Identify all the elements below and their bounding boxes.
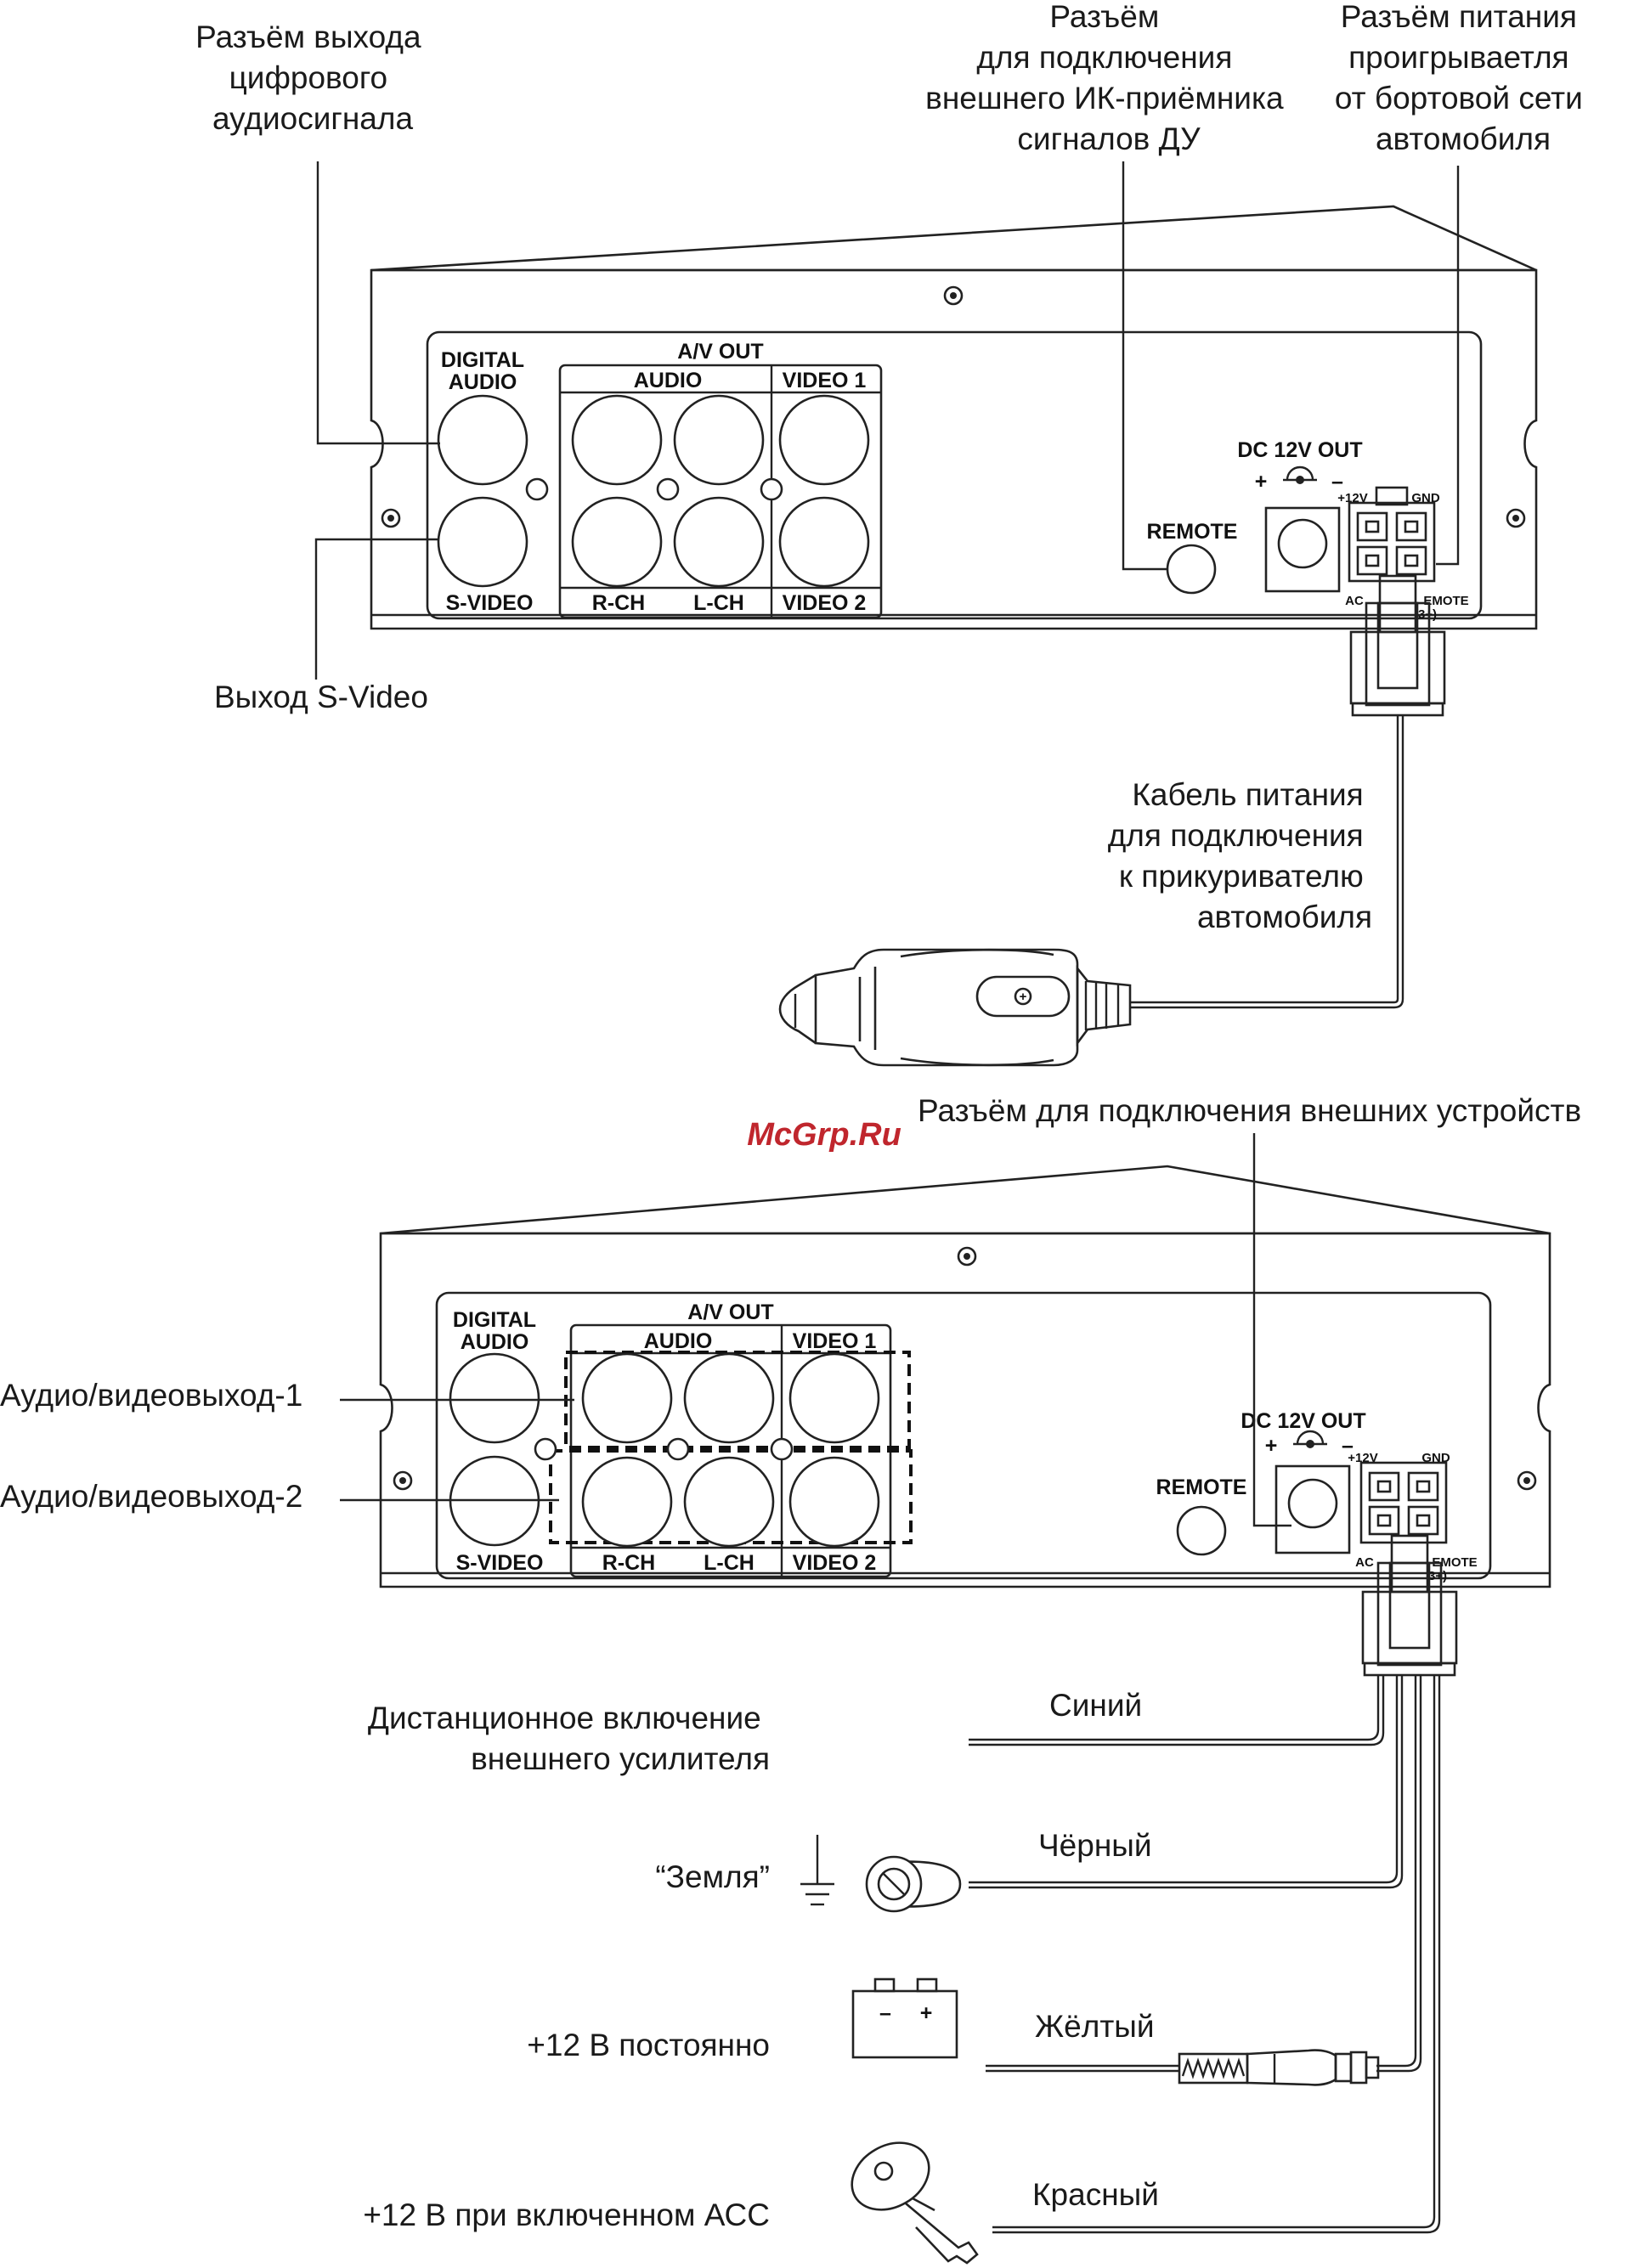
power-plug — [1361, 1534, 1458, 1677]
power-connector[interactable] — [1359, 1461, 1448, 1544]
power-plug — [1349, 574, 1446, 999]
battery-minus: – — [879, 2001, 891, 2025]
audio-r-jack-2[interactable] — [571, 496, 663, 588]
audio-r-jack-2[interactable] — [581, 1456, 673, 1548]
callout-cable: Кабель питания для подключения к прикури… — [1108, 777, 1372, 934]
panel-label-acc: AC — [1355, 1555, 1374, 1570]
panel-label-minus: – — [1331, 470, 1343, 494]
panel-label-svideo: S-VIDEO — [446, 591, 534, 615]
screw-icon — [770, 1437, 794, 1461]
callout-s-video: Выход S-Video — [214, 680, 428, 714]
panel-label-digital: DIGITAL — [441, 348, 524, 372]
av-out-2-group — [549, 1449, 913, 1544]
audio-l-jack-2[interactable] — [683, 1456, 775, 1548]
watermark: McGrp.Ru — [747, 1117, 901, 1153]
panel-label-remote-pin: EMOTE — [1432, 1555, 1477, 1570]
panel-label-video2: VIDEO 2 — [783, 591, 867, 615]
player-body-top — [370, 205, 1538, 630]
battery-plus: + — [920, 2001, 933, 2025]
screw-icon — [534, 1437, 557, 1461]
wire-label-blue: Синий — [1049, 1688, 1142, 1723]
panel-label-plus: + — [1255, 470, 1268, 494]
panel-label-remote-pin: EMOTE — [1423, 594, 1468, 608]
wire-label-black: Чёрный — [1038, 1828, 1152, 1863]
panel-label-svideo: S-VIDEO — [456, 1551, 544, 1575]
ground-icon — [800, 1835, 834, 1906]
panel-label-lch: L-CH — [693, 591, 744, 615]
dc-out-socket — [1264, 506, 1341, 593]
ring-terminal-icon — [865, 1855, 962, 1913]
panel-label-rch: R-CH — [602, 1551, 656, 1575]
cigarette-lighter-plug: + — [778, 948, 1132, 1067]
video1-jack[interactable] — [778, 394, 870, 486]
audio-l-jack-2[interactable] — [673, 496, 765, 588]
player-body-bottom — [379, 1165, 1551, 1588]
panel-label-dc-out: DC 12V OUT — [1237, 438, 1362, 462]
power-connector[interactable] — [1348, 501, 1436, 583]
panel-label-dc-out: DC 12V OUT — [1241, 1409, 1365, 1433]
audio-l-jack-1[interactable] — [673, 394, 765, 486]
screw-icon — [760, 477, 783, 501]
screw-icon — [656, 477, 680, 501]
remote-ir-jack[interactable] — [1166, 544, 1217, 595]
wire-label-yellow: Жёлтый — [1035, 2009, 1155, 2044]
panel-label-rch: R-CH — [592, 591, 646, 615]
panel-label-audio: AUDIO — [461, 1330, 529, 1354]
video1-jack[interactable] — [788, 1352, 880, 1444]
wire-label-red: Красный — [1032, 2177, 1159, 2212]
panel-label-av-out: A/V OUT — [687, 1300, 773, 1324]
callout-plus12-const: +12 В постоянно — [527, 2028, 770, 2062]
audio-l-jack-1[interactable] — [683, 1352, 775, 1444]
panel-label-remote-pin2: 3+) — [1418, 607, 1437, 622]
dc-out-socket — [1274, 1464, 1351, 1554]
wiring-harness — [969, 1675, 1441, 2234]
callout-power-in: Разъём питания проигрываетля от бортовой… — [1335, 0, 1591, 156]
av-out-box — [558, 364, 883, 619]
plus-icon: + — [1020, 990, 1027, 1004]
callout-ground: “Земля” — [655, 1859, 770, 1894]
audio-r-jack-1[interactable] — [581, 1352, 673, 1444]
panel-label-video2: VIDEO 2 — [793, 1551, 877, 1575]
panel-label-video1: VIDEO 1 — [783, 369, 867, 392]
panel-label-plus: + — [1265, 1434, 1278, 1458]
panel-label-audio: AUDIO — [644, 1329, 713, 1353]
callout-remote-amp: Дистанционное включение внешнего усилите… — [368, 1701, 770, 1776]
video2-jack[interactable] — [778, 496, 870, 588]
panel-label-digital: DIGITAL — [453, 1308, 536, 1332]
panel-label-minus: – — [1342, 1434, 1354, 1458]
panel-label-lch: L-CH — [704, 1551, 755, 1575]
panel-label-remote-pin2: 3+) — [1428, 1569, 1447, 1583]
ignition-key-icon — [851, 2141, 979, 2265]
digital-audio-jack[interactable] — [449, 1352, 540, 1444]
panel-label-av-out: A/V OUT — [677, 340, 763, 364]
callout-ir-receiver: Разъём для подключения внешнего ИК-приём… — [925, 0, 1292, 156]
remote-ir-jack[interactable] — [1176, 1505, 1227, 1556]
panel-label-acc: AC — [1345, 594, 1364, 608]
fuse-holder — [986, 2049, 1380, 2086]
screw-icon — [666, 1437, 690, 1461]
screw-icon — [525, 477, 549, 501]
battery-icon: – + — [851, 1977, 958, 2059]
callout-plus12-acc: +12 В при включенном АСС — [363, 2197, 770, 2232]
digital-audio-jack[interactable] — [437, 394, 528, 486]
panel-label-remote: REMOTE — [1156, 1475, 1247, 1499]
audio-r-jack-1[interactable] — [571, 394, 663, 486]
panel-label-audio: AUDIO — [449, 370, 517, 394]
panel-label-audio: AUDIO — [634, 369, 703, 392]
callout-av-out-1: Аудио/видеовыход-1 — [0, 1378, 302, 1413]
callout-digital-out: Разъём выхода цифрового аудиосигнала — [195, 20, 430, 136]
panel-label-video1: VIDEO 1 — [793, 1329, 877, 1353]
video2-jack[interactable] — [788, 1456, 880, 1548]
top-diagram: Разъём выхода цифрового аудиосигнала Раз… — [195, 0, 1591, 1067]
bottom-diagram: Разъём для подключения внешних устройств… — [0, 1093, 1581, 2265]
s-video-jack[interactable] — [437, 496, 528, 588]
callout-ext-devices: Разъём для подключения внешних устройств — [918, 1093, 1581, 1128]
panel-label-remote: REMOTE — [1147, 520, 1238, 544]
callout-av-out-2: Аудио/видеовыход-2 — [0, 1479, 302, 1514]
